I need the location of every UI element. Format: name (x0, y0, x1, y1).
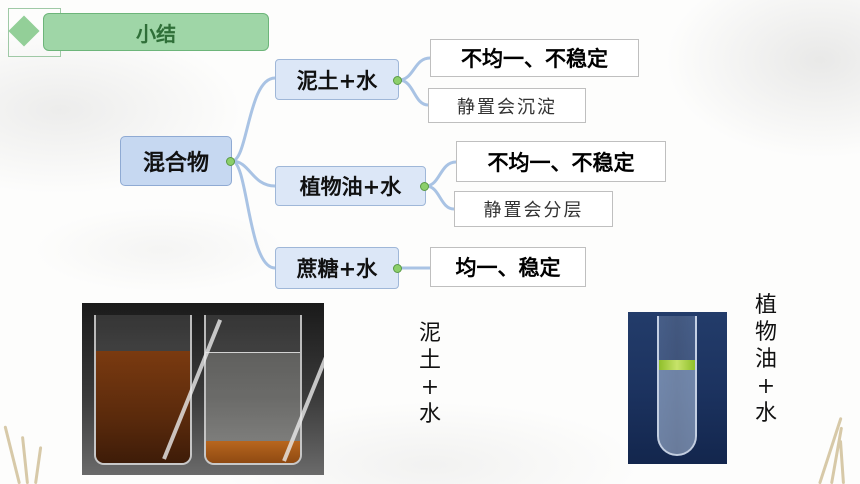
topic-node-label: 蔗糖+水 (296, 257, 378, 281)
property-label: 不均一、不稳定 (487, 150, 635, 175)
title-banner: 小结 (43, 13, 269, 51)
page-title: 小结 (136, 21, 176, 46)
beaker-settled (204, 315, 302, 465)
test-tube (657, 316, 697, 456)
property-label: 不均一、不稳定 (461, 47, 608, 71)
mud-water-photo (82, 303, 324, 475)
connector-root-to-oil (230, 159, 277, 188)
property-node-sugar-water[interactable]: 均一、稳定 (430, 247, 586, 287)
property-node-oil-water[interactable]: 不均一、不稳定 (456, 141, 666, 182)
water-layer (659, 370, 695, 454)
topic-node-sugar-water[interactable]: 蔗糖+水 (275, 247, 399, 289)
caption-mud-water: 泥 土 + 水 (418, 321, 441, 427)
caption-oil-water: 植 物 油 + 水 (754, 293, 777, 426)
note-label: 静置会分层 (483, 200, 584, 221)
note-node-oil-water[interactable]: 静置会分层 (454, 191, 613, 227)
connector-root-to-mud (230, 76, 277, 163)
root-node-label: 混合物 (142, 151, 209, 176)
collapse-toggle-icon[interactable] (226, 157, 235, 166)
note-node-mud-water[interactable]: 静置会沉淀 (428, 88, 586, 123)
oil-water-photo (628, 312, 727, 464)
property-label: 均一、稳定 (455, 256, 561, 280)
connector-root-to-sugar (230, 159, 277, 270)
topic-node-label: 植物油+水 (299, 175, 402, 199)
connector-mud-to-property (397, 56, 432, 82)
topic-node-label: 泥土+水 (296, 68, 378, 93)
topic-node-oil-water[interactable]: 植物油+水 (275, 166, 426, 206)
beaker-turbid (94, 315, 192, 465)
root-node-mixture[interactable]: 混合物 (120, 136, 232, 186)
collapse-toggle-icon[interactable] (420, 182, 429, 191)
connector-oil-to-note (424, 184, 456, 211)
property-node-mud-water[interactable]: 不均一、不稳定 (430, 39, 639, 77)
topic-node-mud-water[interactable]: 泥土+水 (275, 59, 399, 100)
collapse-toggle-icon[interactable] (393, 264, 402, 273)
collapse-toggle-icon[interactable] (393, 76, 402, 85)
connector-mud-to-note (397, 78, 430, 107)
note-label: 静置会沉淀 (457, 96, 557, 118)
connector-oil-to-property (424, 160, 458, 188)
oil-layer (659, 360, 695, 370)
